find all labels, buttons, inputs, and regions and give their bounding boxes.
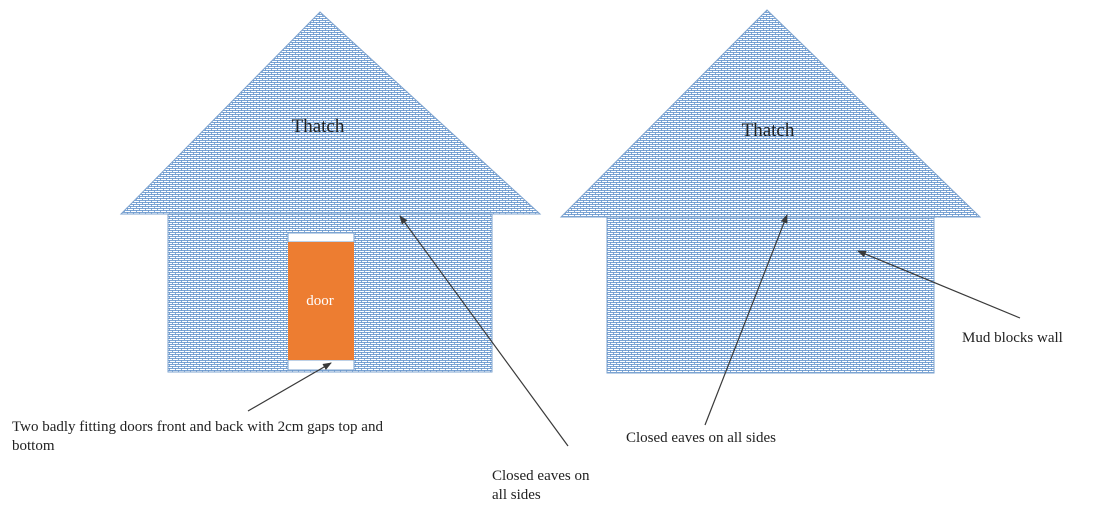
doors-note-line-1: Two badly fitting doors front and back w… [12, 419, 383, 435]
right-thatch-roof [559, 9, 982, 218]
left-house: Thatch door [119, 11, 542, 373]
door [288, 242, 354, 360]
right-wall [606, 215, 935, 374]
eaves-left-note: Closed eaves on all sides [492, 467, 589, 505]
doors-note-arrow [247, 362, 332, 412]
eaves-left-line-1: Closed eaves on [492, 468, 590, 484]
left-roof-label: Thatch [292, 116, 345, 137]
eaves-left-line-2: all sides [492, 487, 541, 503]
right-house: Thatch [559, 9, 982, 374]
annotation-arrows [247, 214, 1021, 447]
eaves-left-arrow [399, 215, 569, 447]
wall-arrow [857, 250, 1021, 319]
doors-note: Two badly fitting doors front and back w… [12, 418, 383, 456]
left-thatch-roof [119, 11, 542, 215]
right-roof-label: Thatch [742, 120, 795, 141]
wall-note: Mud blocks wall [962, 330, 1063, 346]
eaves-right-note: Closed eaves on all sides [626, 430, 776, 446]
door-label: door [306, 293, 334, 309]
eaves-right-arrow [704, 214, 788, 426]
doors-note-line-2: bottom [12, 438, 55, 454]
door-top-gap [287, 232, 355, 243]
